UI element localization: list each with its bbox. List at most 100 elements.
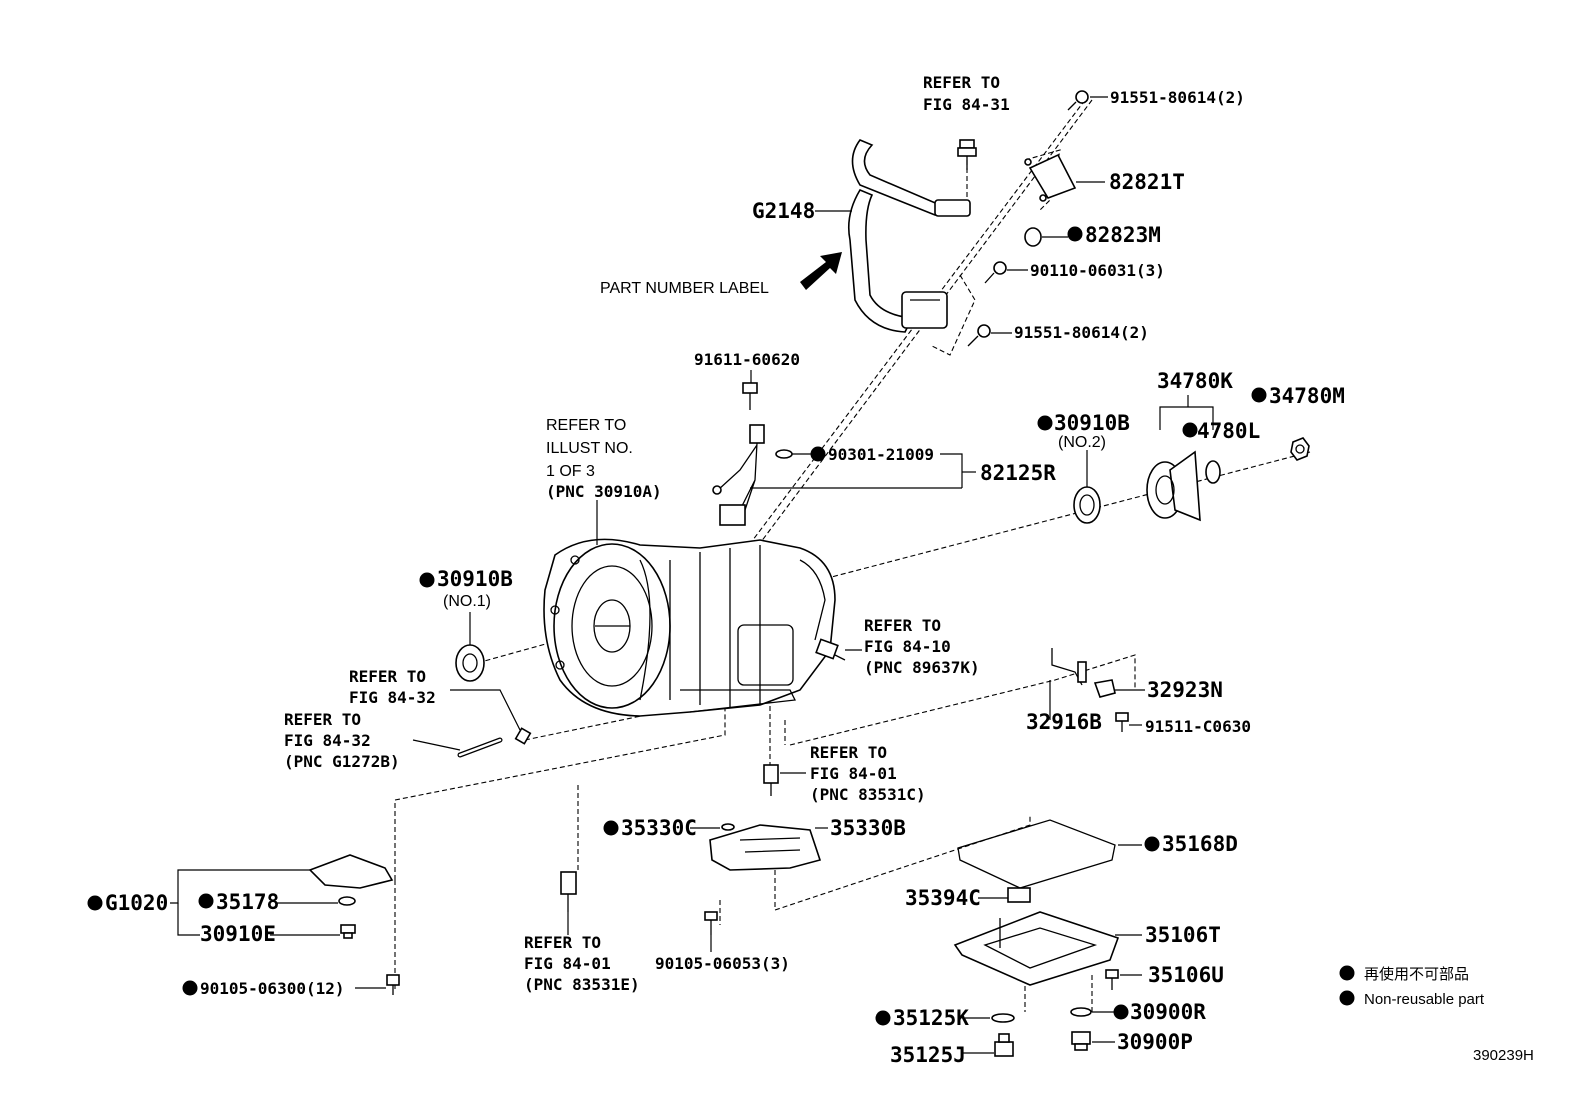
- non-reusable-dot: [182, 980, 198, 996]
- label-refer-84-31-line1: REFER TO: [923, 73, 1000, 92]
- label-30910e: 30910E: [200, 922, 276, 946]
- label-refer-illust-line2: ILLUST NO.: [546, 440, 633, 457]
- label-32916b: 32916B: [1026, 710, 1102, 734]
- label-30910b-no1: 30910B: [437, 567, 513, 591]
- label-refer-84-01-line2: FIG 84-01: [810, 764, 897, 783]
- label-35168d: 35168D: [1162, 832, 1238, 856]
- label-refer-84-32b-line3: (PNC G1272B): [284, 752, 400, 771]
- label-90301: 90301-21009: [828, 445, 934, 464]
- label-refer-84-10-line3: (PNC 89637K): [864, 658, 980, 677]
- cover-g1020: [308, 854, 394, 889]
- label-35125j: 35125J: [890, 1043, 966, 1067]
- non-reusable-dot: [1113, 1004, 1129, 1020]
- label-refer-84-31-line2: FIG 84-31: [923, 95, 1010, 114]
- label-32923n: 32923N: [1147, 678, 1223, 702]
- non-reusable-markers: [87, 226, 1355, 1026]
- gasket-35125k: [991, 1013, 1015, 1023]
- plug-30900p: [1071, 1031, 1091, 1051]
- label-35330b: 35330B: [830, 816, 906, 840]
- label-refer-84-01-line1: REFER TO: [810, 743, 887, 762]
- label-refer-illust-line1: REFER TO: [546, 417, 626, 434]
- bolt-90105-06053: [704, 911, 718, 935]
- oil-seal-30910b-no2: [1073, 486, 1101, 524]
- sensor-refer-84-01e: [560, 871, 577, 912]
- gasket-30900r: [1070, 1007, 1092, 1017]
- bolt-30910e: [340, 924, 356, 939]
- tube-32916b: [1051, 648, 1087, 686]
- pan-gasket-35168d: [957, 819, 1116, 889]
- bolt-35106u: [1105, 969, 1119, 990]
- label-refer-84-10-line2: FIG 84-10: [864, 637, 951, 656]
- non-reusable-dot: [1067, 226, 1083, 242]
- label-refer-84-01b-line1: REFER TO: [524, 933, 601, 952]
- legend-dot-jp: [1339, 965, 1355, 981]
- bracket-bolt-hole: [1024, 158, 1032, 166]
- strainer-35330b: [709, 824, 822, 871]
- non-reusable-dot: [1182, 422, 1198, 438]
- label-35394c: 35394C: [905, 886, 981, 910]
- bolt-91551-mid: [967, 324, 991, 347]
- sensor-refer-84-10: [815, 638, 846, 661]
- plug-35125j: [994, 1033, 1014, 1057]
- label-91551-top: 91551-80614(2): [1110, 88, 1245, 107]
- bolt-90105-06300: [386, 974, 400, 995]
- bracket-bolt-hole: [1039, 194, 1047, 202]
- non-reusable-dot: [603, 820, 619, 836]
- label-35106t: 35106T: [1145, 923, 1221, 947]
- non-reusable-dot: [875, 1010, 891, 1026]
- bolt-90110: [984, 261, 1007, 284]
- label-refer-84-01b-line2: FIG 84-01: [524, 954, 611, 973]
- non-reusable-dot: [1037, 415, 1053, 431]
- leader-lines: [170, 96, 1214, 1054]
- bracket-82821t: [1028, 153, 1077, 199]
- label-g2148: G2148: [752, 199, 815, 223]
- label-35125k: 35125K: [893, 1006, 969, 1030]
- oil-cooler-hose-g2148: [847, 139, 971, 333]
- legend-text-jp: 再使用不可部品: [1364, 966, 1469, 983]
- label-no2: (NO.2): [1058, 434, 1106, 451]
- labels: 91551-80614(2) REFER TO FIG 84-31 82821T…: [105, 73, 1534, 1067]
- pipe-inner: [458, 738, 502, 757]
- label-82821t: 82821T: [1109, 170, 1185, 194]
- non-reusable-dot: [1251, 387, 1267, 403]
- label-91611: 91611-60620: [694, 350, 800, 369]
- label-refer-84-32-line2: FIG 84-32: [349, 688, 436, 707]
- label-refer-illust-line4: (PNC 30910A): [546, 482, 662, 501]
- label-90105-06300: 90105-06300(12): [200, 979, 345, 998]
- non-reusable-dot: [1144, 836, 1160, 852]
- magnet-35394c: [1007, 887, 1031, 903]
- label-35106u: 35106U: [1148, 963, 1224, 987]
- label-34780m: 34780M: [1269, 384, 1345, 408]
- bolt-91611: [742, 382, 758, 410]
- diagram-id: 390239H: [1473, 1047, 1534, 1064]
- part-number-label-arrow: [800, 252, 842, 290]
- non-reusable-dot: [810, 446, 826, 462]
- bolt-91551-top: [1067, 90, 1089, 111]
- o-ring-35330c: [721, 823, 735, 831]
- label-refer-84-32b-line2: FIG 84-32: [284, 731, 371, 750]
- label-refer-84-32-line1: REFER TO: [349, 667, 426, 686]
- gasket-35178: [338, 896, 356, 906]
- label-91551-mid: 91551-80614(2): [1014, 323, 1149, 342]
- label-refer-illust-line3: 1 OF 3: [546, 463, 595, 480]
- clamp-32923n: [1093, 679, 1116, 698]
- label-35330c: 35330C: [621, 816, 697, 840]
- legend-text-en: Non-reusable part: [1364, 991, 1485, 1008]
- label-30900r: 30900R: [1130, 1000, 1206, 1024]
- label-90105-06053: 90105-06053(3): [655, 954, 790, 973]
- label-refer-84-01b-line3: (PNC 83531E): [524, 975, 640, 994]
- o-ring-90301: [775, 449, 793, 459]
- legend-dot-en: [1339, 990, 1355, 1006]
- label-35178: 35178: [216, 890, 279, 914]
- label-30900p: 30900P: [1117, 1030, 1193, 1054]
- label-34780k: 34780K: [1157, 369, 1233, 393]
- label-refer-84-32b-line1: REFER TO: [284, 710, 361, 729]
- connector-refer-84-32: [514, 727, 532, 745]
- bolt-refer-84-31: [957, 139, 977, 170]
- plug-82823m: [1024, 227, 1042, 247]
- transmission-assembly: [543, 538, 836, 717]
- non-reusable-dot: [198, 893, 214, 909]
- label-91511: 91511-C0630: [1145, 717, 1251, 736]
- label-90110: 90110-06031(3): [1030, 261, 1165, 280]
